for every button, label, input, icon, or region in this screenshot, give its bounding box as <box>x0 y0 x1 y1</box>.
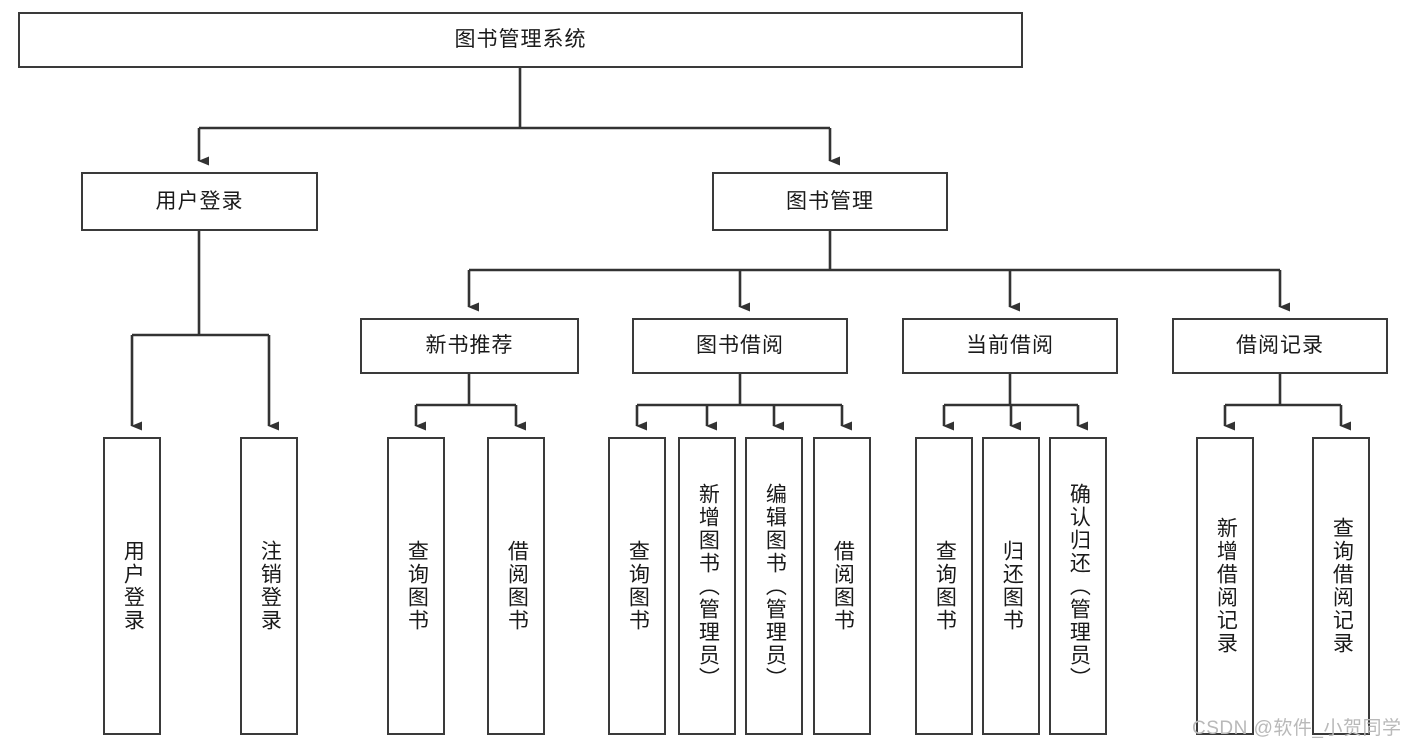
node-leaf-add-record[interactable]: 新增借阅记录 <box>1196 437 1254 735</box>
node-leaf-add-book[interactable]: 新增图书（管理员） <box>678 437 736 735</box>
node-user-login[interactable]: 用户登录 <box>81 172 318 231</box>
node-leaf-query-record-label: 查询借阅记录 <box>1330 517 1354 655</box>
node-current-borrow[interactable]: 当前借阅 <box>902 318 1118 374</box>
node-leaf-confirm-return[interactable]: 确认归还（管理员） <box>1049 437 1107 735</box>
watermark-label: CSDN @软件_小贺同学 <box>1192 718 1402 739</box>
node-new-book-recommend-label: 新书推荐 <box>425 334 514 358</box>
node-borrow-record-label: 借阅记录 <box>1236 334 1324 358</box>
node-book-borrow[interactable]: 图书借阅 <box>632 318 848 374</box>
node-leaf-add-record-label: 新增借阅记录 <box>1214 517 1238 655</box>
node-leaf-logout[interactable]: 注销登录 <box>240 437 298 735</box>
node-user-login-label: 用户登录 <box>155 189 244 213</box>
node-current-borrow-label: 当前借阅 <box>966 334 1054 358</box>
node-leaf-query-book-1[interactable]: 查询图书 <box>387 437 445 735</box>
node-leaf-borrow-book-2[interactable]: 借阅图书 <box>813 437 871 735</box>
node-leaf-return-book[interactable]: 归还图书 <box>982 437 1040 735</box>
node-leaf-user-login-label: 用户登录 <box>121 540 145 632</box>
node-book-manage-label: 图书管理 <box>786 189 874 213</box>
node-root-label: 图书管理系统 <box>454 28 587 52</box>
node-leaf-add-book-label: 新增图书（管理员） <box>696 482 720 690</box>
node-leaf-query-book-3-label: 查询图书 <box>933 540 957 632</box>
node-leaf-query-book-2[interactable]: 查询图书 <box>608 437 666 735</box>
node-leaf-return-book-label: 归还图书 <box>1000 540 1024 632</box>
node-leaf-borrow-book-1-label: 借阅图书 <box>505 540 529 632</box>
node-leaf-query-record[interactable]: 查询借阅记录 <box>1312 437 1370 735</box>
node-leaf-logout-label: 注销登录 <box>258 540 282 632</box>
node-leaf-confirm-return-label: 确认归还（管理员） <box>1067 482 1091 690</box>
node-leaf-edit-book[interactable]: 编辑图书（管理员） <box>745 437 803 735</box>
node-leaf-query-book-2-label: 查询图书 <box>626 540 650 632</box>
node-root[interactable]: 图书管理系统 <box>18 12 1023 68</box>
node-leaf-edit-book-label: 编辑图书（管理员） <box>763 482 787 690</box>
node-book-manage[interactable]: 图书管理 <box>712 172 948 231</box>
node-new-book-recommend[interactable]: 新书推荐 <box>360 318 579 374</box>
node-book-borrow-label: 图书借阅 <box>696 334 784 358</box>
node-borrow-record[interactable]: 借阅记录 <box>1172 318 1388 374</box>
node-leaf-borrow-book-1[interactable]: 借阅图书 <box>487 437 545 735</box>
node-leaf-query-book-3[interactable]: 查询图书 <box>915 437 973 735</box>
node-leaf-user-login[interactable]: 用户登录 <box>103 437 161 735</box>
node-leaf-borrow-book-2-label: 借阅图书 <box>831 540 855 632</box>
node-leaf-query-book-1-label: 查询图书 <box>405 540 429 632</box>
